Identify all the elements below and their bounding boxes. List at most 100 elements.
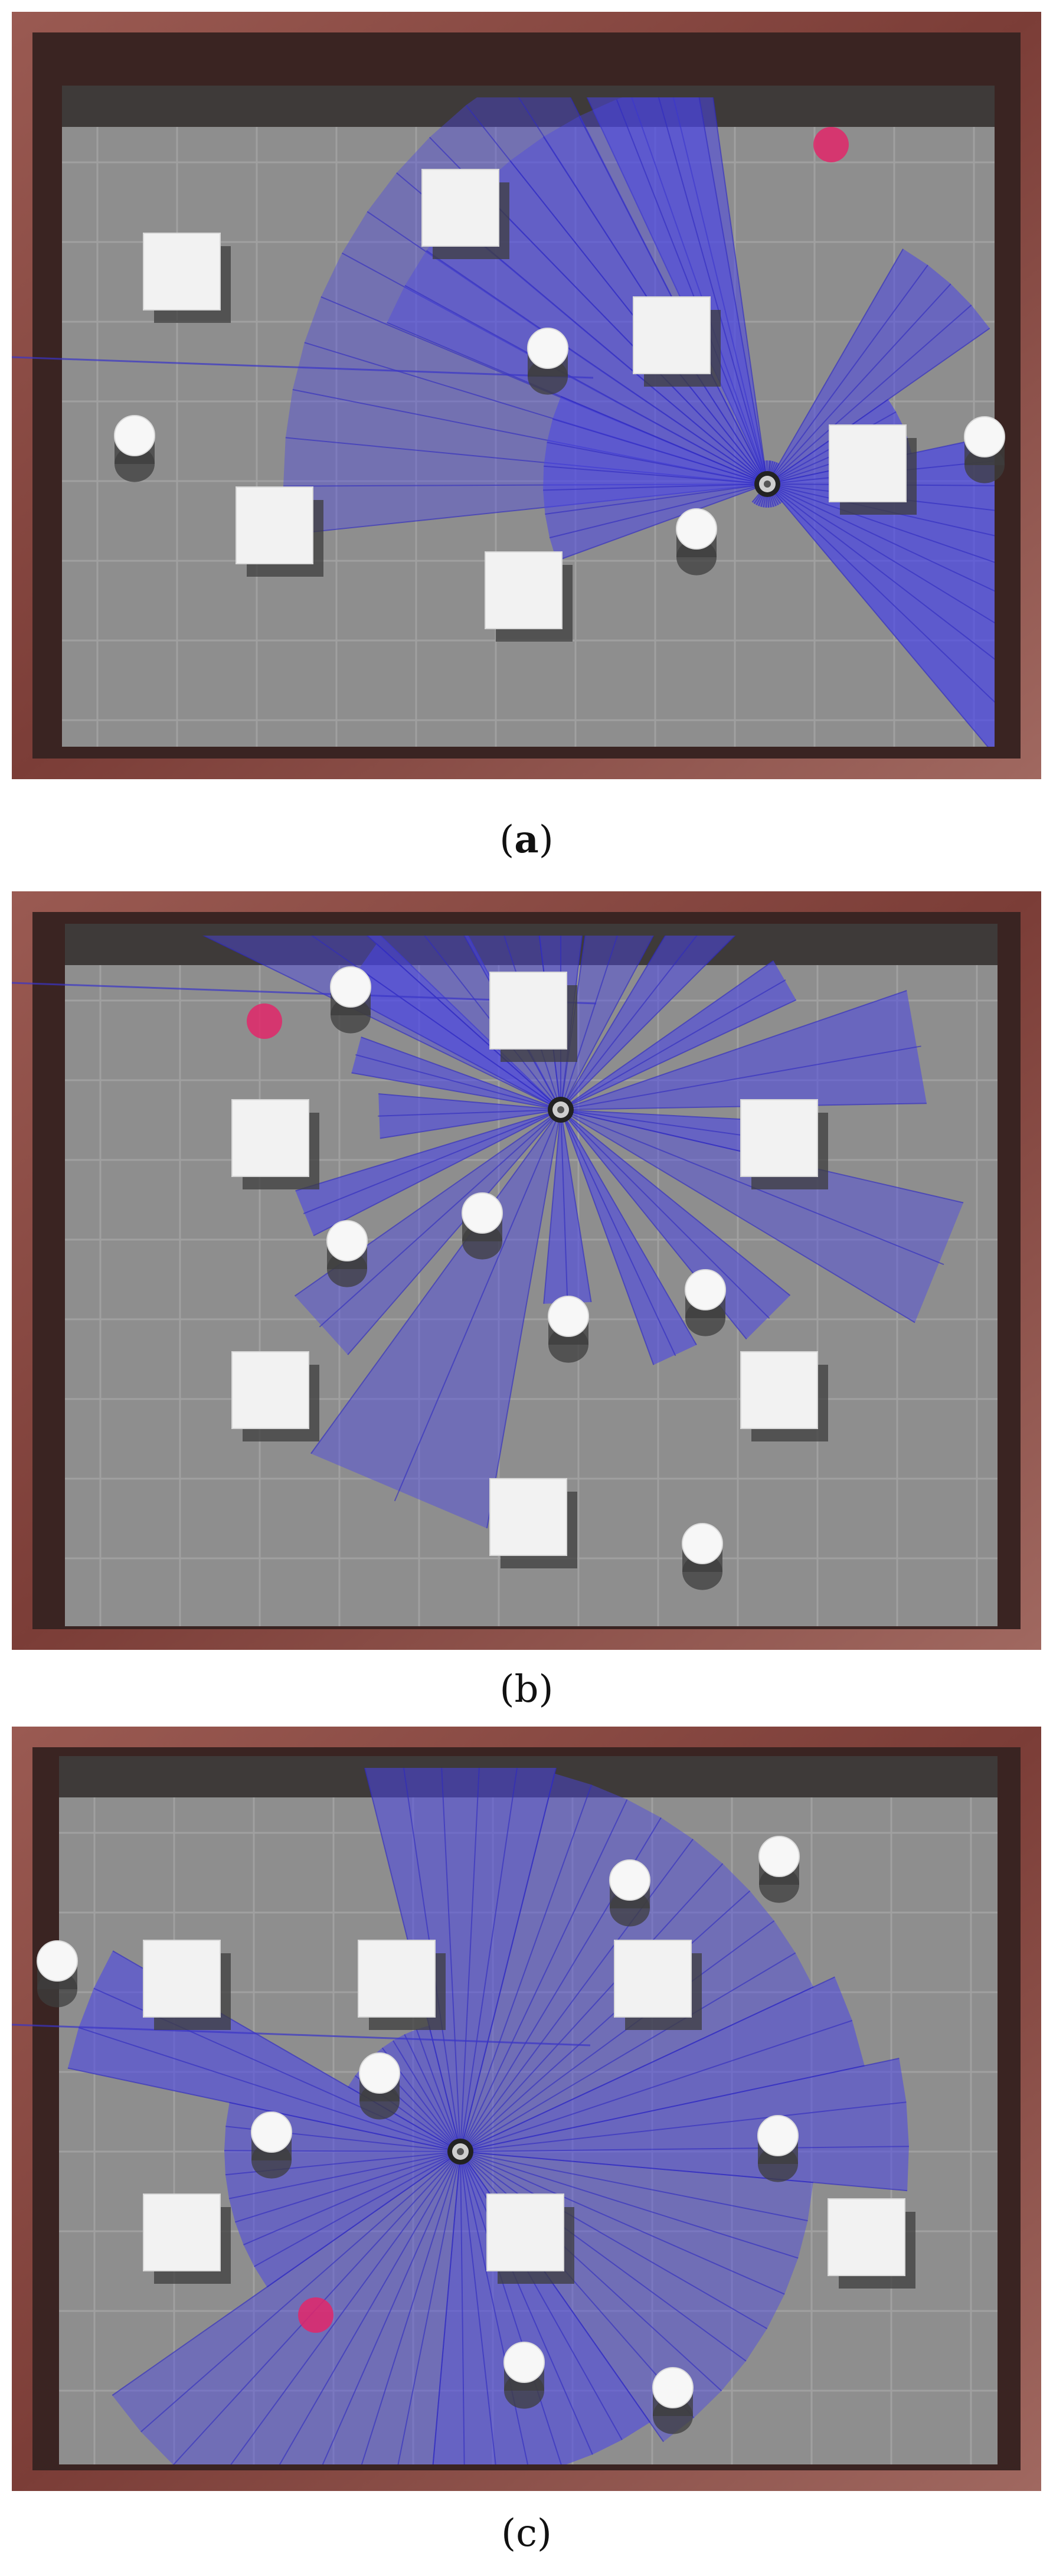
- box-obstacle: [143, 233, 221, 310]
- laser-scan: [202, 936, 964, 1529]
- laser-ray: [254, 2151, 461, 2267]
- laser-ray: [767, 483, 989, 747]
- laser-ray: [313, 1109, 561, 1237]
- laser-ray: [230, 2151, 461, 2464]
- cylinder-shadow: [653, 2398, 693, 2434]
- laser-beam: [295, 1110, 561, 1236]
- cylinder-obstacle: [330, 966, 371, 1008]
- laser-ray: [767, 483, 995, 563]
- laser-ray: [767, 483, 995, 703]
- laser-ray: [560, 999, 797, 1110]
- laser-ray: [393, 2040, 461, 2152]
- caption-c-letter: c: [516, 2512, 537, 2555]
- cylinder-shadow: [759, 1866, 799, 1903]
- laser-ray: [698, 97, 768, 485]
- laser-ray: [560, 1109, 676, 1356]
- laser-ray: [460, 1890, 751, 2152]
- cylinder-obstacle: [758, 1836, 800, 1877]
- laser-ray: [767, 460, 995, 485]
- laser-ray: [767, 483, 995, 486]
- goal-marker: [813, 127, 849, 162]
- laser-ray: [767, 483, 995, 660]
- box-obstacle: [486, 2193, 564, 2271]
- box-obstacle: [614, 1940, 692, 2018]
- laser-ray: [460, 2151, 465, 2464]
- cylinder-obstacle: [114, 415, 155, 456]
- laser-beam: [351, 1037, 561, 1110]
- box-obstacle: [828, 2198, 905, 2276]
- caption-b-letter: b: [514, 1668, 539, 1711]
- laser-ray: [310, 1109, 561, 1454]
- laser-ray: [767, 283, 951, 485]
- cylinder-shadow: [504, 2372, 544, 2409]
- cylinder-shadow: [462, 1223, 502, 1260]
- laser-ray: [560, 1109, 770, 1319]
- caption-c-close: ): [537, 2512, 552, 2555]
- laser-ray: [560, 936, 698, 1110]
- robot-sensor: [764, 480, 771, 488]
- laser-ray: [404, 285, 768, 485]
- laser-ray: [351, 1072, 561, 1110]
- cylinder-obstacle: [251, 2111, 292, 2153]
- caption-b: (b): [0, 1668, 1053, 1711]
- cylinder-shadow: [528, 358, 568, 395]
- caption-c: (c): [0, 2512, 1053, 2555]
- laser-ray: [556, 483, 768, 561]
- laser-ray: [560, 936, 666, 1110]
- laser-ray: [460, 2151, 562, 2464]
- cylinder-obstacle: [326, 1220, 368, 1261]
- laser-ray: [67, 2067, 461, 2152]
- cylinder-obstacle: [757, 2115, 799, 2156]
- laser-ray: [712, 97, 768, 485]
- box-obstacle: [740, 1099, 818, 1177]
- box-obstacle: [236, 486, 313, 564]
- laser-ray: [547, 442, 768, 485]
- laser-wedge: [283, 97, 767, 535]
- laser-ray: [235, 2151, 461, 2223]
- cylinder-obstacle: [37, 1940, 78, 1982]
- laser-ray: [394, 1109, 561, 1502]
- caption-a-close: ): [538, 818, 554, 862]
- laser-wedge: [543, 396, 767, 561]
- laser-ray: [616, 99, 768, 485]
- laser-ray: [486, 1109, 561, 1529]
- laser-ray: [460, 2151, 747, 2362]
- laser-ray: [460, 2151, 799, 2259]
- box-obstacle: [829, 424, 907, 502]
- laser-ray: [460, 1784, 593, 2152]
- laser-wedge: [460, 1977, 865, 2152]
- laser-ray: [767, 304, 972, 485]
- laser-ray: [450, 217, 768, 485]
- laser-ray: [460, 1863, 724, 2152]
- box-obstacle: [231, 1099, 309, 1177]
- laser-beam: [561, 990, 927, 1110]
- laser-ray: [460, 2151, 529, 2464]
- laser-wedge: [364, 1768, 557, 2152]
- laser-ray: [560, 936, 618, 1110]
- laser-ray: [460, 1768, 480, 2152]
- laser-ray: [767, 483, 995, 537]
- cylinder-shadow: [251, 2142, 292, 2179]
- laser-beam: [561, 1110, 696, 1365]
- laser-wedge: [767, 249, 990, 484]
- laser-ray: [460, 2151, 785, 2295]
- caption-a-open: (: [499, 818, 515, 862]
- laser-ray: [460, 2151, 768, 2329]
- laser-ray: [560, 1109, 915, 1323]
- box-obstacle: [633, 296, 711, 374]
- laser-ray: [544, 465, 768, 485]
- laser-ray: [460, 2151, 496, 2464]
- cylinder-shadow: [359, 2083, 400, 2120]
- goal-marker: [247, 1003, 282, 1039]
- laser-ray: [560, 979, 786, 1110]
- laser-ray: [460, 1773, 555, 2152]
- laser-ray: [78, 2026, 461, 2152]
- robot-sensor: [557, 1106, 564, 1113]
- laser-ray: [266, 2151, 461, 2288]
- laser-ray: [767, 398, 889, 485]
- laser-ray: [560, 1109, 655, 1365]
- laser-ray: [658, 97, 768, 485]
- back-wall: [65, 924, 998, 965]
- back-wall: [62, 86, 995, 127]
- laser-ray: [767, 483, 995, 592]
